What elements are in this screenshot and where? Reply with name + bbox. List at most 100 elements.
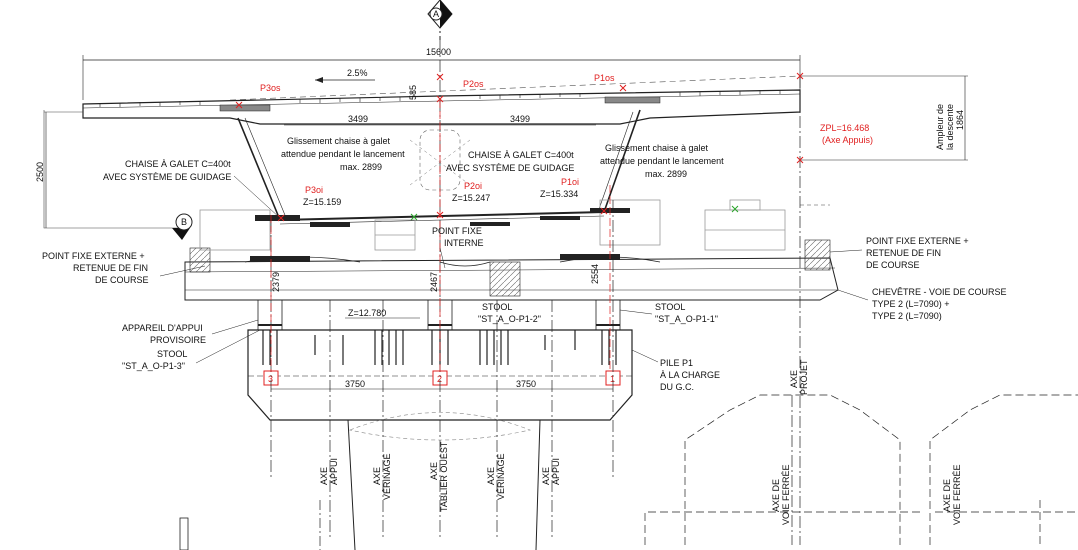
point-p1os: P1os (594, 73, 615, 83)
railway-clearance-outlines (644, 394, 1078, 545)
svg-text:VÉRINAGE: VÉRINAGE (382, 453, 392, 500)
svg-text:VOIE FERRÉE: VOIE FERRÉE (781, 464, 791, 525)
small-post (179, 517, 189, 550)
svg-text:"ST_A_O-P1-1": "ST_A_O-P1-1" (655, 314, 718, 324)
svg-text:"ST_A_O-P1-2": "ST_A_O-P1-2" (478, 314, 541, 324)
dimension-2500: 2500 (35, 112, 47, 228)
dimension-585-text: 585 (408, 85, 418, 100)
svg-text:APPAREIL D'APPUI: APPAREIL D'APPUI (122, 323, 203, 333)
launching-equipment (199, 199, 786, 251)
bearing-2-label: 2 (437, 374, 442, 384)
callout-point-fixe-interne: POINT FIXE INTERNE (432, 226, 484, 269)
bearing-1-label: 1 (610, 374, 615, 384)
svg-text:APPUI: APPUI (329, 458, 339, 485)
dimension-3499-right: 3499 (440, 114, 596, 126)
dimension-2467-text: 2467 (429, 272, 439, 292)
stool-blocks (257, 299, 621, 331)
svg-text:AXE: AXE (486, 467, 496, 485)
svg-text:POINT FIXE EXTERNE +: POINT FIXE EXTERNE + (42, 251, 145, 261)
point-p3oi: P3oi (305, 185, 323, 195)
callout-appareil-appui: APPAREIL D'APPUI PROVISOIRE (122, 319, 259, 345)
svg-text:DE COURSE: DE COURSE (95, 275, 149, 285)
svg-text:PROJET: PROJET (799, 359, 809, 395)
svg-text:STOOL: STOOL (157, 349, 187, 359)
svg-text:AXE: AXE (372, 467, 382, 485)
point-p2os: P2os (463, 79, 484, 89)
zpl-axis: (Axe Appuis) (822, 135, 873, 145)
ampleur-descente: Ampleur de la descente 1864 (800, 75, 968, 161)
callout-point-fixe-externe-left: POINT FIXE EXTERNE + RETENUE DE FIN DE C… (42, 251, 206, 285)
svg-text:Glissement chaise à galet: Glissement chaise à galet (287, 136, 391, 146)
svg-text:RETENUE DE FIN: RETENUE DE FIN (73, 263, 148, 273)
axis-label-voie-ferree-2: AXE DE VOIE FERRÉE (942, 464, 962, 525)
svg-text:APPUI: APPUI (551, 458, 561, 485)
axis-label-tablier-ouest: AXE TABLIER OUEST (429, 441, 449, 512)
dimension-3499-left: 3499 (284, 114, 440, 126)
callout-glissement-right: Glissement chaise à galet attendue penda… (600, 143, 724, 179)
elevation-z-left: Z=15.159 (303, 197, 341, 207)
section-marker-b[interactable]: B (172, 213, 193, 240)
svg-text:RETENUE DE FIN: RETENUE DE FIN (866, 248, 941, 258)
elevation-z-right: Z=15.334 (540, 189, 578, 199)
axis-label-projet: AXE PROJET (789, 359, 809, 395)
svg-text:PILE P1: PILE P1 (660, 358, 693, 368)
svg-text:AXE DE: AXE DE (942, 479, 952, 512)
svg-text:POINT FIXE EXTERNE +: POINT FIXE EXTERNE + (866, 236, 969, 246)
section-marker-a[interactable]: A (427, 0, 453, 40)
svg-text:VÉRINAGE: VÉRINAGE (496, 453, 506, 500)
green-markers (410, 205, 739, 221)
svg-text:AXE DE: AXE DE (771, 479, 781, 512)
svg-text:"ST_A_O-P1-3": "ST_A_O-P1-3" (122, 361, 185, 371)
svg-text:attendue pendant le lancement: attendue pendant le lancement (600, 156, 724, 166)
callout-chevetre: CHEVÊTRE - VOIE DE COURSE TYPE 2 (L=7090… (837, 287, 1007, 321)
svg-text:attendue pendant le lancement: attendue pendant le lancement (281, 149, 405, 159)
svg-text:À LA CHARGE: À LA CHARGE (660, 370, 720, 380)
axis-label-appui-left: AXE APPUI (319, 458, 339, 485)
dimension-2554-text: 2554 (590, 264, 600, 284)
point-p3os: P3os (260, 83, 281, 93)
svg-text:PROVISOIRE: PROVISOIRE (150, 335, 206, 345)
svg-text:STOOL: STOOL (482, 302, 512, 312)
ampleur-line-3: 1864 (955, 110, 965, 130)
callout-stool-left: STOOL "ST_A_O-P1-3" (122, 329, 261, 371)
dimension-3750-left-text: 3750 (345, 379, 365, 389)
svg-text:AXE: AXE (429, 462, 439, 480)
section-marker-a-label: A (433, 9, 439, 19)
axis-label-verinage-left: AXE VÉRINAGE (372, 453, 392, 500)
svg-text:STOOL: STOOL (655, 302, 685, 312)
callout-pile-p1: PILE P1 À LA CHARGE DU G.C. (631, 349, 720, 392)
svg-text:max. 2899: max. 2899 (340, 162, 382, 172)
bearing-axes-red (270, 100, 611, 372)
dimension-3499-right-text: 3499 (510, 114, 530, 124)
dimension-2500-text: 2500 (35, 162, 45, 182)
svg-text:DE COURSE: DE COURSE (866, 260, 920, 270)
svg-text:AXE: AXE (319, 467, 329, 485)
callout-glissement-left: Glissement chaise à galet attendue penda… (281, 136, 405, 172)
svg-text:CHEVÊTRE - VOIE DE COURSE: CHEVÊTRE - VOIE DE COURSE (872, 287, 1007, 297)
elevation-z-stool: Z=12.780 (348, 308, 386, 318)
svg-text:TABLIER OUEST: TABLIER OUEST (439, 441, 449, 512)
ampleur-line-2: la descente (945, 104, 955, 150)
callout-point-fixe-externe-right: POINT FIXE EXTERNE + RETENUE DE FIN DE C… (829, 236, 969, 270)
bearing-3-label: 3 (268, 374, 273, 384)
slope-indicator: 2.5% (315, 68, 375, 83)
section-marker-b-label: B (181, 217, 187, 227)
svg-text:AVEC SYSTÈME DE GUIDAGE: AVEC SYSTÈME DE GUIDAGE (103, 172, 231, 182)
axis-label-appui-right: AXE APPUI (541, 458, 561, 485)
callout-chaise-left: CHAISE À GALET C=400t AVEC SYSTÈME DE GU… (103, 159, 281, 219)
svg-text:CHAISE À GALET C=400t: CHAISE À GALET C=400t (125, 159, 231, 169)
axis-label-verinage-right: AXE VÉRINAGE (486, 453, 506, 500)
dimension-2379-text: 2379 (271, 272, 281, 292)
zpl-value: ZPL=16.468 (820, 123, 869, 133)
point-markers (235, 72, 804, 222)
svg-text:TYPE 2 (L=7090) +: TYPE 2 (L=7090) + (872, 299, 950, 309)
dimension-3750-right: 3750 (440, 379, 613, 390)
axis-label-voie-ferree-1: AXE DE VOIE FERRÉE (771, 464, 791, 525)
svg-text:AVEC SYSTÈME DE GUIDAGE: AVEC SYSTÈME DE GUIDAGE (446, 163, 574, 173)
svg-text:Glissement chaise à galet: Glissement chaise à galet (605, 143, 709, 153)
callout-chaise-mid: CHAISE À GALET C=400t AVEC SYSTÈME DE GU… (446, 150, 574, 173)
chevetre-runway-beam (184, 239, 839, 301)
svg-text:AXE: AXE (789, 370, 799, 388)
callout-stool-right: STOOL "ST_A_O-P1-1" (619, 302, 718, 324)
